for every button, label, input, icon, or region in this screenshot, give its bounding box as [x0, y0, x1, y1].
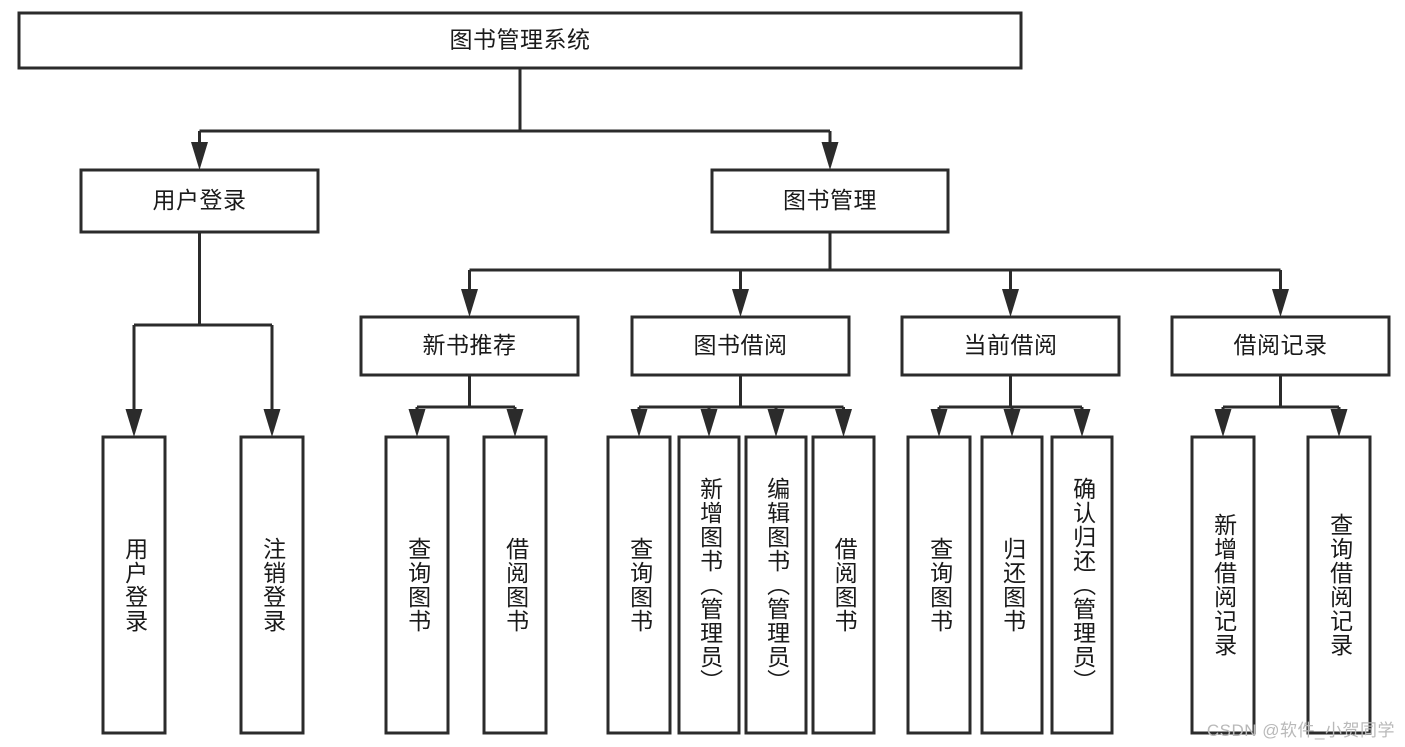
arrow-head-icon-book-manage	[821, 142, 839, 170]
node-label-book-manage: 图书管理	[783, 187, 877, 213]
arrow-head-icon-leaf-confirm-return	[1073, 409, 1091, 437]
node-label-book-borrow: 图书借阅	[694, 332, 788, 358]
box-layer	[17, 11, 1391, 735]
node-box-leaf-add-book[interactable]	[677, 435, 741, 735]
node-box-leaf-query-record[interactable]	[1306, 435, 1372, 735]
node-box-leaf-borrow-book-2[interactable]	[811, 435, 876, 735]
node-box-book-manage[interactable]	[710, 168, 950, 234]
node-box-leaf-confirm-return[interactable]	[1050, 435, 1114, 735]
arrow-head-icon-leaf-query-book-1	[408, 409, 426, 437]
node-label-borrow-record: 借阅记录	[1234, 332, 1328, 358]
node-box-leaf-logout[interactable]	[239, 435, 305, 735]
node-box-leaf-query-book-2[interactable]	[606, 435, 672, 735]
node-box-leaf-return-book[interactable]	[980, 435, 1044, 735]
node-label-current-borrow: 当前借阅	[964, 332, 1058, 358]
arrow-head-icon-leaf-query-book-3	[930, 409, 948, 437]
node-label-root: 图书管理系统	[450, 27, 591, 53]
arrow-head-icon-leaf-add-record	[1214, 409, 1232, 437]
node-box-leaf-add-record[interactable]	[1190, 435, 1256, 735]
arrow-head-icon-book-borrow	[732, 289, 749, 317]
node-box-new-book-rec[interactable]	[359, 315, 580, 377]
arrow-head-icon-borrow-record	[1272, 289, 1289, 317]
node-box-user-login[interactable]	[79, 168, 320, 234]
arrow-head-icon-leaf-query-book-2	[630, 409, 648, 437]
node-label-new-book-rec: 新书推荐	[423, 332, 517, 358]
arrow-head-icon-leaf-edit-book	[767, 409, 785, 437]
arrow-head-icon-leaf-add-book	[700, 409, 718, 437]
node-box-leaf-edit-book[interactable]	[744, 435, 808, 735]
connector-layer	[125, 68, 1348, 437]
arrow-head-icon-user-login	[191, 142, 208, 170]
node-box-book-borrow[interactable]	[630, 315, 851, 377]
node-box-current-borrow[interactable]	[900, 315, 1121, 377]
node-box-leaf-borrow-book-1[interactable]	[482, 435, 548, 735]
arrow-head-icon-leaf-user-login	[125, 409, 143, 437]
watermark: CSDN @软件_小贺同学	[1206, 721, 1395, 740]
node-box-borrow-record[interactable]	[1170, 315, 1391, 377]
arrow-head-icon-leaf-return-book	[1003, 409, 1021, 437]
arrow-head-icon-leaf-logout	[263, 409, 281, 437]
arrow-head-icon-new-book-rec	[461, 289, 478, 317]
node-box-leaf-query-book-1[interactable]	[384, 435, 450, 735]
node-box-leaf-query-book-3[interactable]	[906, 435, 972, 735]
arrow-head-icon-leaf-borrow-book-2	[835, 409, 852, 437]
arrow-head-icon-leaf-borrow-book-1	[506, 409, 524, 437]
arrow-head-icon-leaf-query-record	[1330, 409, 1348, 437]
arrow-head-icon-current-borrow	[1002, 289, 1019, 317]
node-label-user-login: 用户登录	[153, 187, 247, 213]
node-box-root[interactable]	[17, 11, 1023, 70]
node-box-leaf-user-login[interactable]	[101, 435, 167, 735]
